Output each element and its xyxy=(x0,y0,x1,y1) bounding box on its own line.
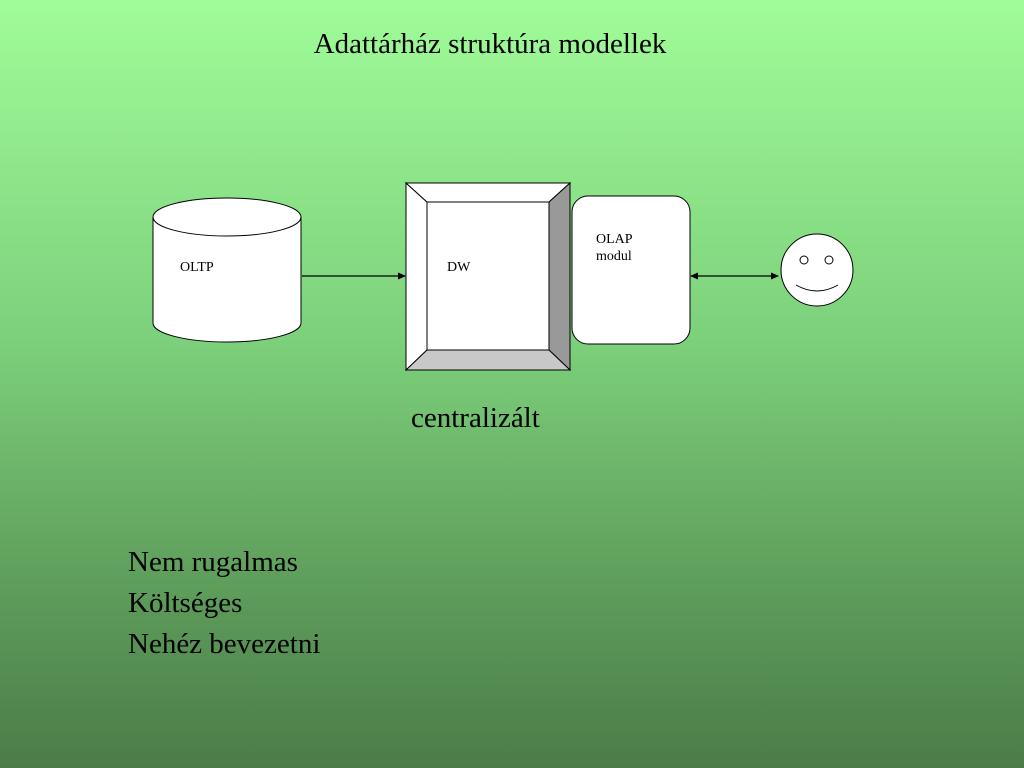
dw-label: DW xyxy=(447,260,471,275)
drawback-item: Nem rugalmas xyxy=(128,546,298,578)
architecture-caption: centralizált xyxy=(411,402,540,434)
smiley-face-user-icon xyxy=(780,233,854,307)
oltp-database-cylinder xyxy=(152,197,302,343)
olap-label: OLAP modul xyxy=(596,231,633,265)
drawbacks-list: Nem rugalmas Költséges Nehéz bevezetni xyxy=(128,542,320,665)
olap-label-line2: modul xyxy=(596,249,632,264)
oltp-label: OLTP xyxy=(180,260,214,275)
slide-title: Adattárház struktúra modellek xyxy=(313,28,667,60)
drawback-item: Nehéz bevezetni xyxy=(128,628,321,660)
drawback-item: Költséges xyxy=(128,587,243,619)
olap-module-box xyxy=(571,195,691,345)
dw-bevel-box xyxy=(404,181,572,372)
olap-label-line1: OLAP xyxy=(596,232,633,247)
